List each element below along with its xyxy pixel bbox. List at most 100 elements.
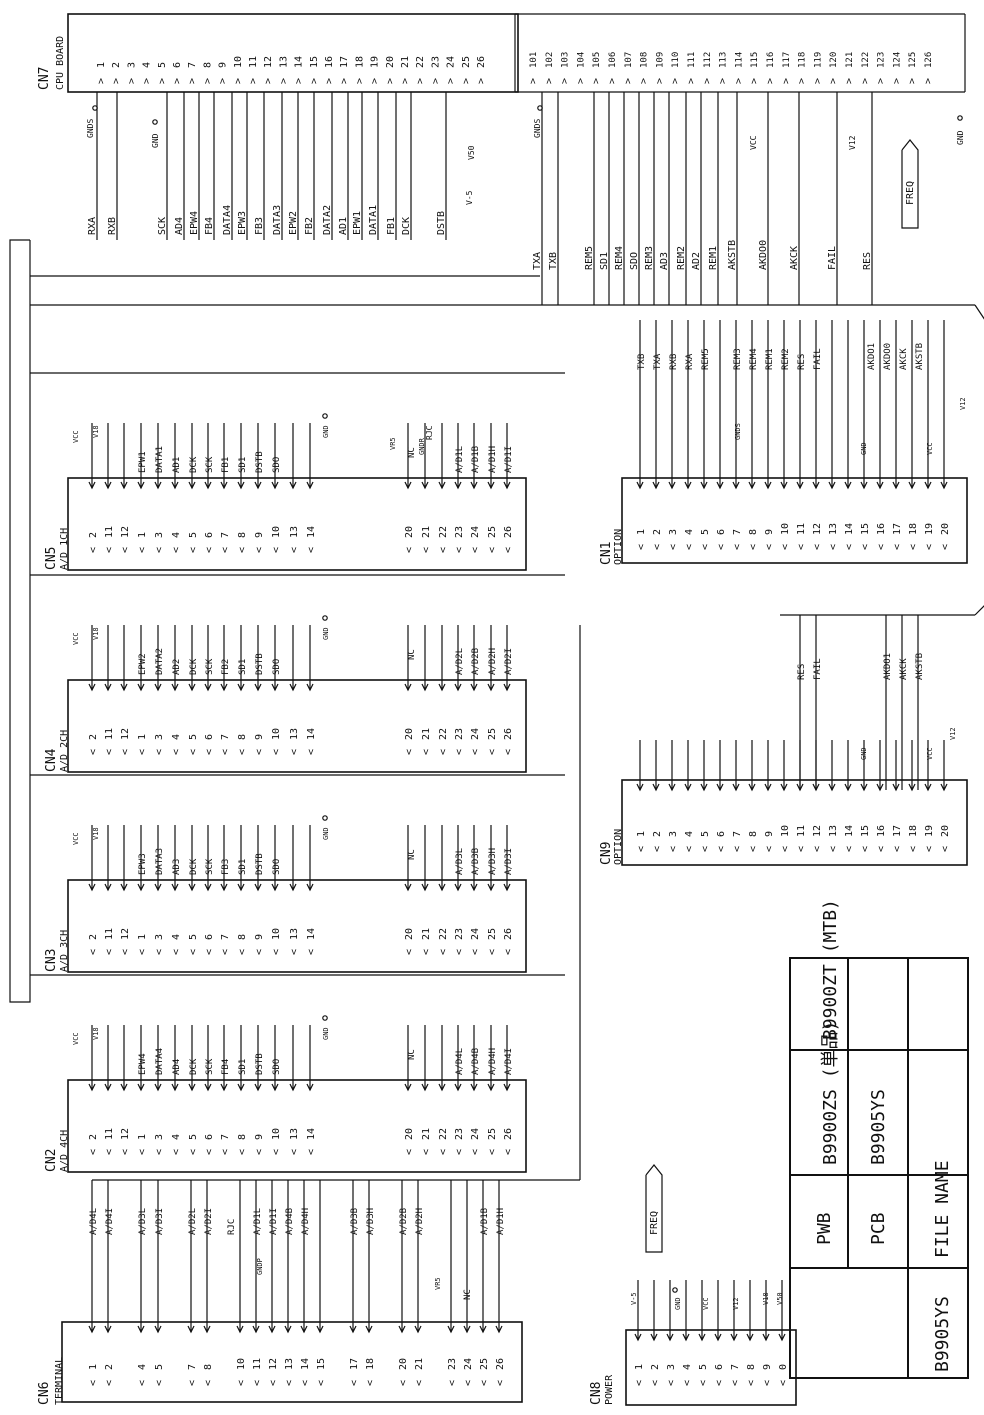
cn7-pin-4: 4: [142, 62, 153, 68]
gnds-label: GNDS: [533, 119, 542, 138]
cn5-pin-21: 21: [421, 526, 432, 538]
cn2-pin-mark: <: [487, 1149, 498, 1155]
cn7-pin-mark: >: [385, 78, 396, 84]
cn7-pin-mark: >: [354, 78, 365, 84]
cn7-pin-mark: >: [844, 78, 855, 84]
cn7-net-sd1: SD1: [599, 252, 610, 270]
cn5-net-a-d1i: A/D1I: [504, 446, 514, 473]
cn3-pin-12: 12: [120, 928, 131, 940]
cn7-pin-26: 26: [476, 56, 487, 68]
cn3-pin-11: 11: [104, 928, 115, 940]
cn6-pin-arrow: [495, 1325, 503, 1334]
cn6-pin-arrow: [463, 1325, 471, 1334]
cn5-net-dstb: DSTB: [255, 451, 265, 473]
cn1-v12: V12: [959, 397, 967, 410]
cn5-net-data1: DATA1: [155, 446, 165, 473]
cn7-pin-mark: >: [749, 78, 760, 84]
cn2-net-sd1: SD1: [238, 1059, 248, 1075]
cn4-pin-arrow: [470, 683, 478, 692]
cn2-box: [67, 1079, 527, 1173]
cn6-net-a-d2l: A/D2L: [188, 1208, 198, 1235]
cn3-net-sdo: SDO: [272, 859, 282, 875]
cn8-pin-1: 1: [634, 1364, 645, 1370]
cn6-gndp: GNDP: [256, 1258, 264, 1275]
cn7-pin-mark: >: [187, 78, 198, 84]
cn9-pin-mark: <: [732, 846, 743, 852]
cn7-pin-24: 24: [446, 56, 457, 68]
cn6-pin-5: 5: [154, 1364, 165, 1370]
cn5-pin-14: 14: [306, 526, 317, 538]
cn9-pin-mark: <: [700, 846, 711, 852]
cn7-pin-125: 125: [908, 52, 918, 68]
cn2-pin-10: 10: [271, 1128, 282, 1140]
cn7-pin-mark: >: [907, 78, 918, 84]
cn1-pin-mark: <: [668, 544, 679, 550]
cn1-box: [621, 477, 968, 564]
cn9-pin-arrow: [764, 783, 772, 792]
cn8-v18: V18: [762, 1292, 770, 1305]
cn1-net-fail: FAIL: [813, 348, 823, 370]
cn7-pin-mark: >: [528, 78, 539, 84]
cn3-pin-mark: <: [120, 949, 131, 955]
cn4-pin-mark: <: [470, 749, 481, 755]
cn3-pin-arrow: [421, 883, 429, 892]
cn9-pin-mark: <: [684, 846, 695, 852]
cn9-pin-arrow: [908, 783, 916, 792]
cn3-pin-mark: <: [421, 949, 432, 955]
cn1-pin-mark: <: [860, 544, 871, 550]
cn2-pin-mark: <: [271, 1149, 282, 1155]
cn8-pin-8: 8: [746, 1364, 757, 1370]
cn5-pin-arrow: [271, 481, 279, 490]
cn5-rjc: RJC: [425, 425, 434, 440]
cn1-net-rem5: REM5: [701, 348, 711, 370]
cn2-net-dstb: DSTB: [255, 1053, 265, 1075]
cn7-pin-mark: >: [126, 78, 137, 84]
cn5-pin-mark: <: [220, 547, 231, 553]
cn1-net-rem2: REM2: [781, 348, 791, 370]
cn2-pin-arrow: [204, 1083, 212, 1092]
cn2-net-dck: DCK: [189, 1058, 199, 1075]
cn7-pin-15: 15: [309, 56, 320, 68]
cn3-pin-26: 26: [503, 928, 514, 940]
cn7-net-epw4: EPW4: [189, 211, 200, 235]
cn6-net-a-d2h: A/D2H: [415, 1208, 425, 1235]
cn7-net-sdo: SDO: [629, 252, 640, 270]
cn6-pin-mark: <: [349, 1380, 360, 1386]
cn5-vcc: VCC: [72, 430, 80, 443]
cn7-pin-6: 6: [172, 62, 183, 68]
cn2-pin-arrow: [271, 1083, 279, 1092]
cn7-net-rem2: REM2: [676, 246, 687, 270]
cn5-net-epw1: EPW1: [138, 451, 148, 473]
cn8-title: CN8: [589, 1382, 604, 1405]
cn6-vr5: VR5: [434, 1277, 442, 1290]
cn5-pin-arrow: [306, 481, 314, 490]
cn5-pin-mark: <: [271, 547, 282, 553]
cn3-pin-arrow: [404, 883, 412, 892]
cn4-pin-26: 26: [503, 728, 514, 740]
cn9-pin-mark: <: [764, 846, 775, 852]
cn6-pin-20: 20: [398, 1358, 409, 1370]
cn7-net-dstb: DSTB: [436, 211, 447, 235]
cn6-pin-14: 14: [300, 1358, 311, 1370]
gnd-symbol: [957, 115, 963, 121]
cn2-pin-7: 7: [220, 1134, 231, 1140]
cn2-pin-24: 24: [470, 1128, 481, 1140]
cn6-pin-mark: <: [495, 1380, 506, 1386]
cn8-pin-mark: <: [682, 1380, 693, 1386]
cn1-pin-2: 2: [652, 529, 663, 535]
cn4-pin-mark: <: [487, 749, 498, 755]
cn2-pin-mark: <: [237, 1149, 248, 1155]
cn7-pin-mark: >: [560, 78, 571, 84]
cn7-pin-mark: >: [415, 78, 426, 84]
cn2-title: CN2: [44, 1149, 59, 1172]
cn4-pin-arrow: [503, 683, 511, 692]
cn1-pin-arrow: [876, 481, 884, 490]
cn5-pin-arrow: [404, 481, 412, 490]
cn2-net-data4: DATA4: [155, 1048, 165, 1075]
cn8-box: [625, 1329, 797, 1406]
cn5-pin-22: 22: [438, 526, 449, 538]
cn5-net-sd1: SD1: [238, 457, 248, 473]
cn1-pin-arrow: [668, 481, 676, 490]
cn1-pin-arrow: [700, 481, 708, 490]
cn5-pin-arrow: [289, 481, 297, 490]
